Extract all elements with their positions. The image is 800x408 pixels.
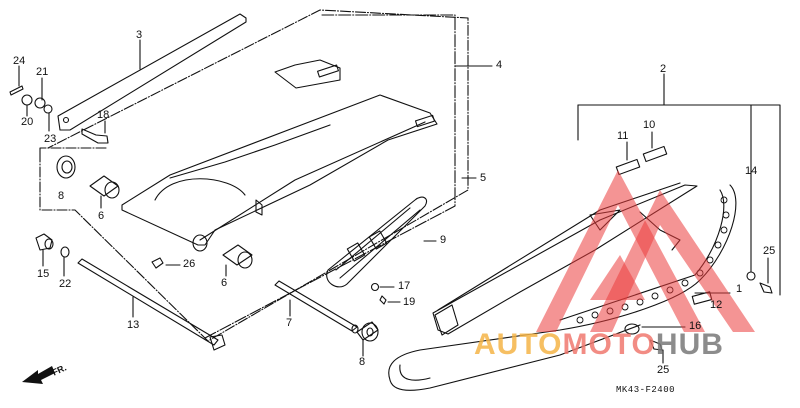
callout-25b[interactable]: 25 — [657, 364, 670, 376]
callout-8b[interactable]: 8 — [359, 356, 366, 368]
callout-2[interactable]: 2 — [660, 63, 667, 75]
callout-3[interactable]: 3 — [136, 29, 143, 41]
callout-23[interactable]: 23 — [44, 133, 57, 145]
callout-18[interactable]: 18 — [97, 109, 110, 121]
callout-17[interactable]: 17 — [398, 280, 411, 292]
callout-25a[interactable]: 25 — [763, 245, 776, 257]
callout-7[interactable]: 7 — [286, 317, 293, 329]
callout-5[interactable]: 5 — [480, 172, 487, 184]
watermark-logo: AUTOMOTOHUB — [474, 328, 724, 361]
callout-24[interactable]: 24 — [13, 55, 26, 67]
callout-16[interactable]: 16 — [689, 320, 702, 332]
callout-1[interactable]: 1 — [736, 283, 743, 295]
callout-20[interactable]: 20 — [21, 116, 34, 128]
callout-4[interactable]: 4 — [496, 59, 503, 71]
callout-10[interactable]: 10 — [643, 119, 656, 131]
callout-9[interactable]: 9 — [440, 234, 447, 246]
callout-12[interactable]: 12 — [710, 299, 723, 311]
callout-8a[interactable]: 8 — [58, 190, 65, 202]
callout-6b[interactable]: 6 — [221, 277, 228, 289]
callout-11[interactable]: 11 — [617, 130, 629, 142]
callout-6a[interactable]: 6 — [98, 210, 105, 222]
diagram-code: MK43-F2400 — [616, 385, 676, 395]
callout-26[interactable]: 26 — [183, 258, 196, 270]
callout-21[interactable]: 21 — [36, 66, 49, 78]
callout-19[interactable]: 19 — [403, 296, 416, 308]
callout-14[interactable]: 14 — [745, 165, 758, 177]
callout-13[interactable]: 13 — [127, 319, 140, 331]
callout-22[interactable]: 22 — [59, 278, 72, 290]
callout-15[interactable]: 15 — [37, 268, 50, 280]
